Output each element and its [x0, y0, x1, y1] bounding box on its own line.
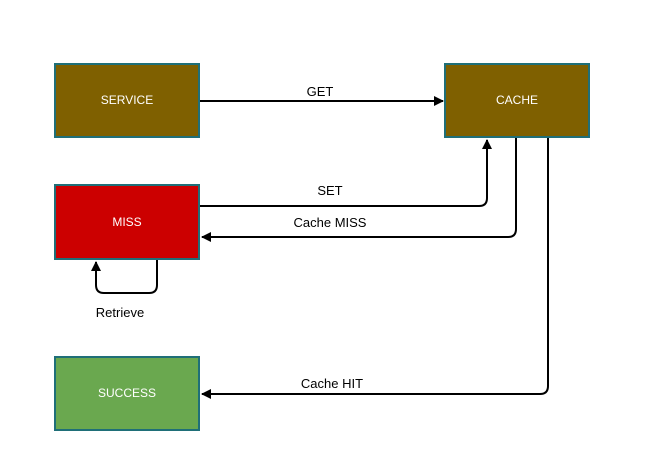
node-miss-box [54, 184, 200, 260]
edge-set: SET [200, 139, 492, 207]
node-success: SUCCESS [54, 356, 200, 431]
node-cache: CACHE [444, 63, 590, 138]
edge-get-label: GET [307, 84, 334, 99]
node-success-box [54, 356, 200, 431]
edge-retrieve: Retrieve [91, 260, 158, 320]
edge-set-path [200, 139, 492, 207]
edge-cache-hit: Cache HIT [201, 138, 549, 399]
node-miss: MISS [54, 184, 200, 260]
node-success-label: SUCCESS [98, 386, 156, 400]
node-cache-box [444, 63, 590, 138]
edge-cache-miss-label: Cache MISS [294, 215, 367, 230]
edge-cache-hit-path [201, 138, 549, 399]
node-service-label: SERVICE [101, 93, 153, 107]
edge-cache-miss-path [201, 138, 517, 242]
edge-get: GET [200, 84, 444, 106]
edge-retrieve-label: Retrieve [96, 305, 144, 320]
edge-cache-hit-label: Cache HIT [301, 376, 363, 391]
node-miss-label: MISS [112, 215, 141, 229]
node-cache-label: CACHE [496, 93, 538, 107]
edge-retrieve-path [91, 260, 158, 294]
node-service-box [54, 63, 200, 138]
edge-set-label: SET [317, 183, 342, 198]
edge-cache-miss: Cache MISS [201, 138, 517, 242]
node-service: SERVICE [54, 63, 200, 138]
